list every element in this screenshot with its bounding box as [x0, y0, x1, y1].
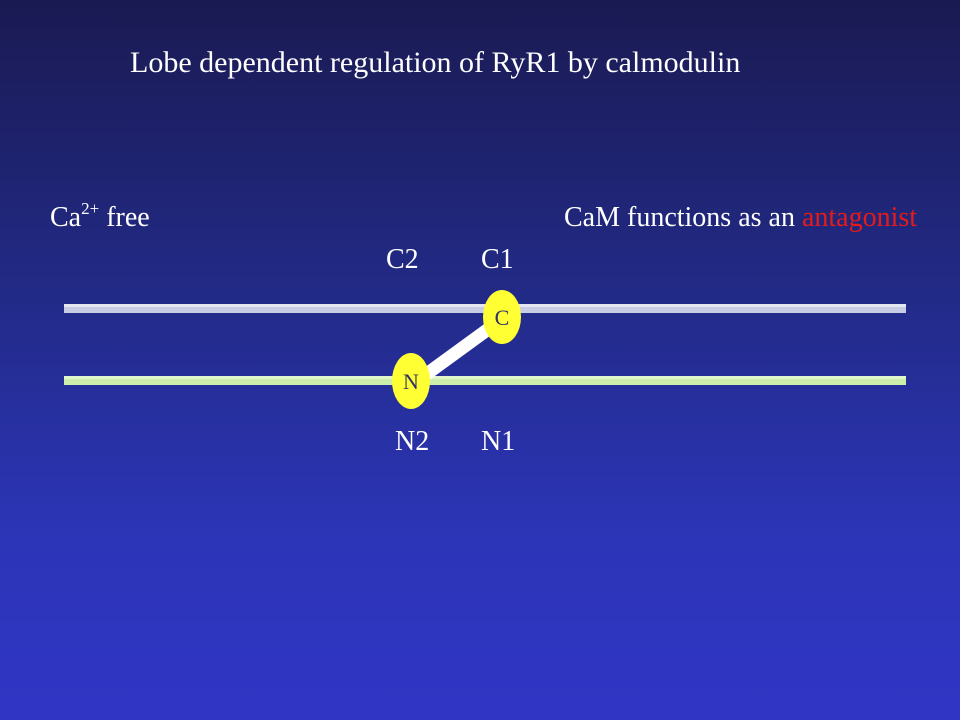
c-lobe: [483, 290, 521, 344]
site-label-c1: C1: [481, 244, 514, 275]
lower-strand: [64, 376, 906, 385]
slide-title: Lobe dependent regulation of RyR1 by cal…: [130, 46, 741, 79]
calcium-free-label: Ca2+ free: [50, 200, 150, 233]
site-label-n2: N2: [395, 426, 430, 457]
condition-suffix: free: [106, 202, 150, 233]
site-label-n1: N1: [481, 426, 516, 457]
ion-charge: 2+: [81, 199, 100, 218]
n-lobe: [392, 353, 430, 409]
ion-symbol: Ca: [50, 202, 82, 233]
cam-function-statement: CaM functions as an antagonist: [564, 204, 917, 232]
cam-linker: [413, 316, 502, 387]
site-label-c2: C2: [386, 244, 419, 275]
antagonist-highlight: antagonist: [801, 202, 918, 233]
statement-prefix: CaM functions as an: [564, 202, 795, 233]
c-lobe-label: C: [495, 305, 510, 330]
lower-strand-highlight: [64, 376, 906, 379]
n-lobe-label: N: [403, 369, 419, 394]
